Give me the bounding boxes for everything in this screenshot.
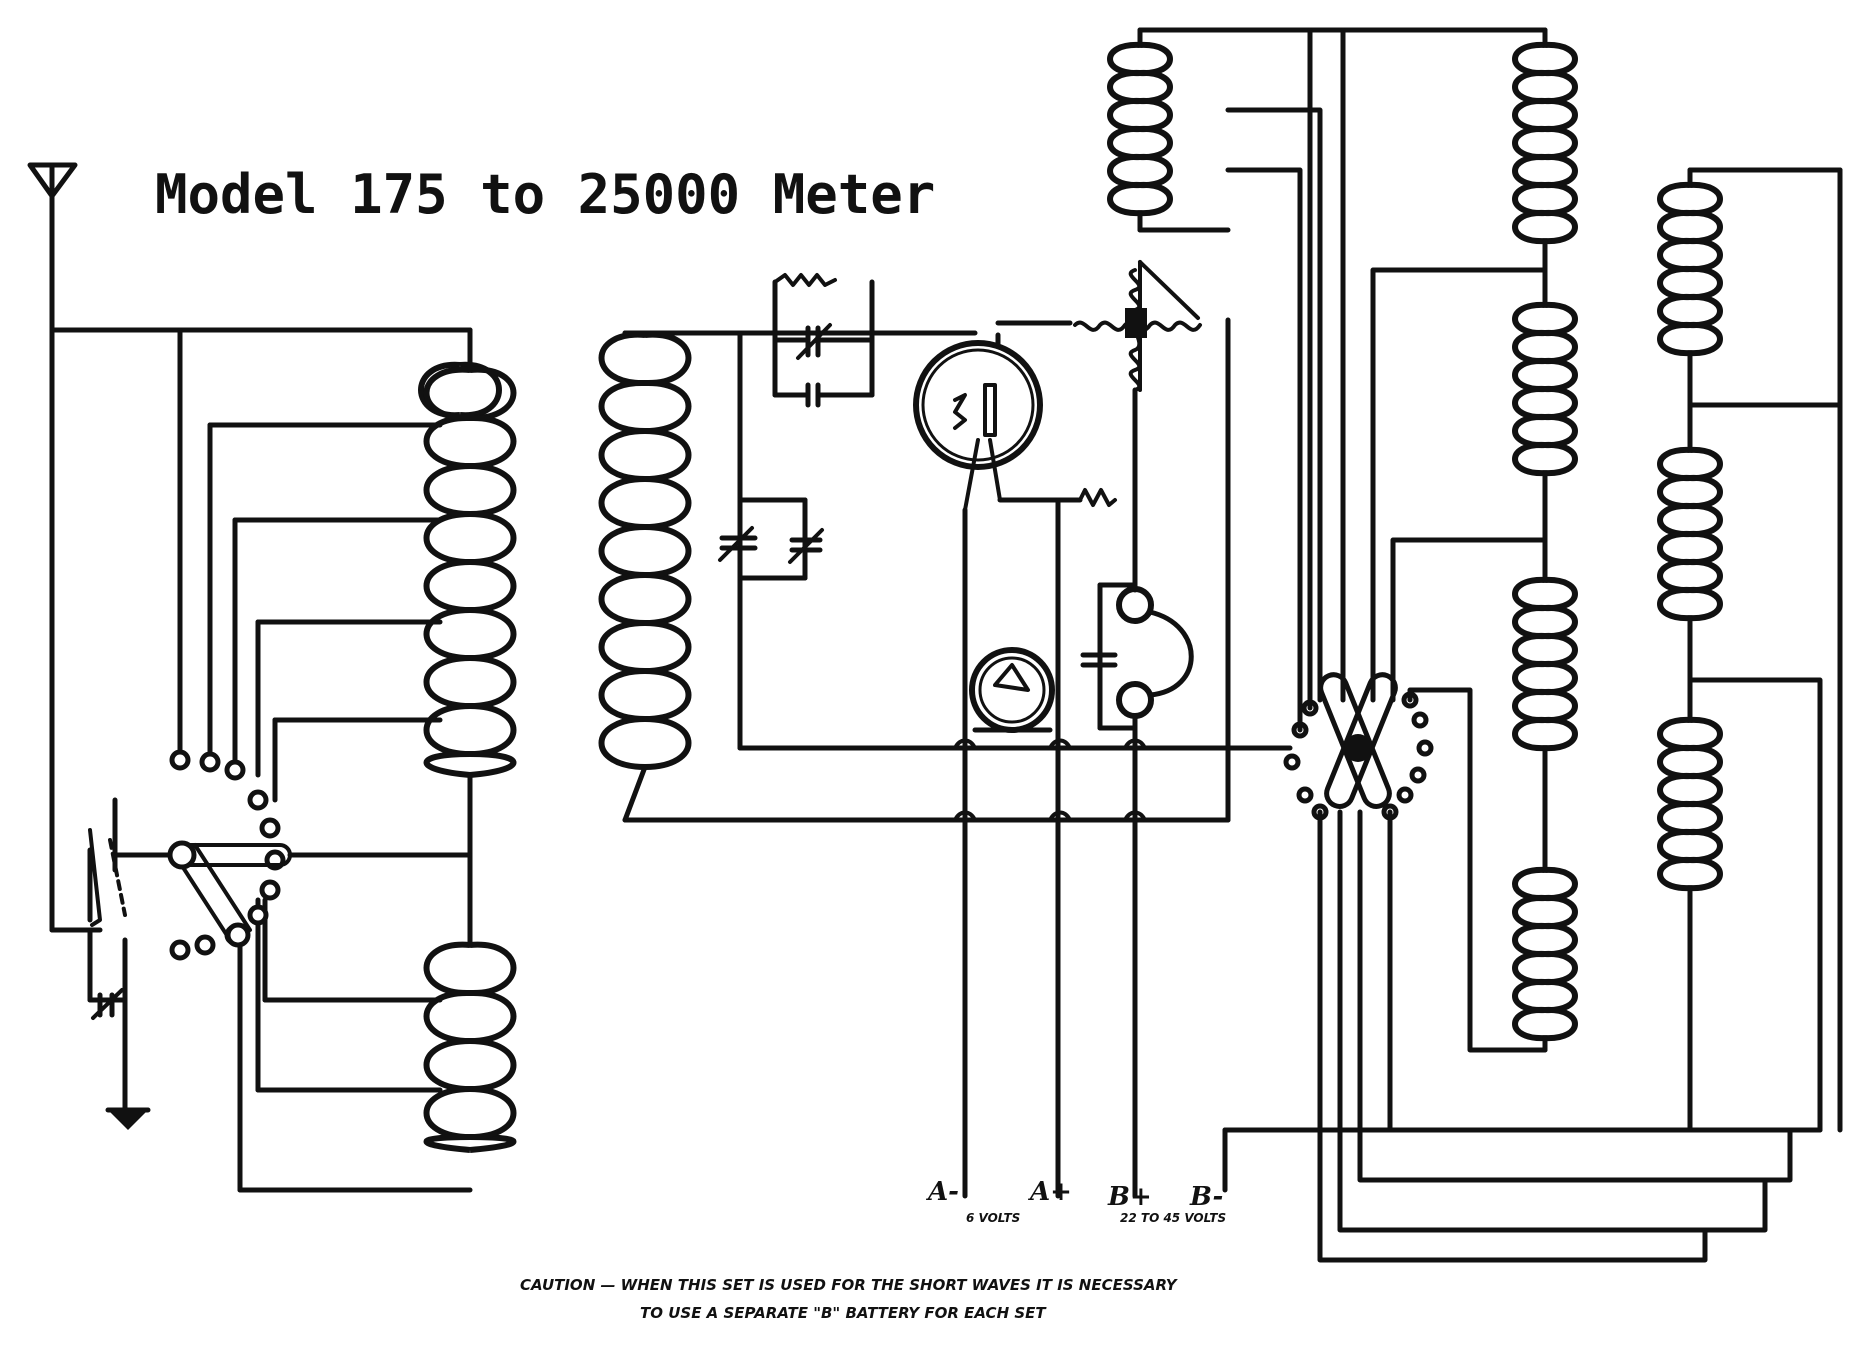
b-battery-voltage: 22 TO 45 VOLTS: [1120, 1211, 1226, 1225]
antenna-variable-condenser: [87, 927, 128, 1020]
tickler-coil: [1073, 260, 1202, 392]
caution-note-line2: TO USE A SEPARATE "B" BATTERY FOR EACH S…: [640, 1304, 1047, 1322]
primary-tapped-coil: [421, 365, 517, 1153]
filament-rheostat: [1078, 488, 1117, 507]
crossover-bumps: [953, 738, 1147, 822]
headphones-icon: [1116, 586, 1194, 719]
regeneration-condenser: [718, 497, 824, 581]
antenna-icon: [27, 162, 78, 933]
short-wave-coil: [1657, 167, 1843, 1133]
a-battery-voltage: 6 VOLTS: [966, 1211, 1020, 1225]
caution-note-line1: CAUTION — WHEN THIS SET IS USED FOR THE …: [520, 1276, 1179, 1294]
switch-wiring: [1225, 27, 1843, 1263]
vacuum-tube-icon: [913, 340, 1043, 512]
phone-bypass-condenser: [1080, 582, 1138, 731]
meter-icon: [969, 647, 1055, 733]
a-minus-label: A-: [925, 1177, 959, 1207]
b-plus-label: B+: [1107, 1182, 1152, 1212]
long-wave-coil: [1107, 27, 1578, 1053]
secondary-coil: [598, 331, 692, 770]
primary-taps: [177, 327, 473, 1193]
b-minus-label: B-: [1189, 1182, 1223, 1212]
grid-condenser: [772, 273, 875, 408]
diagram-title: Model 175 to 25000 Meter: [155, 163, 935, 226]
ground-icon: [105, 1107, 151, 1130]
battery-terminals[interactable]: A- A+ B+ B- 6 VOLTS 22 TO 45 VOLTS: [925, 1127, 1303, 1225]
antenna-loading-coil: [87, 797, 127, 927]
a-plus-label: A+: [1027, 1177, 1072, 1207]
